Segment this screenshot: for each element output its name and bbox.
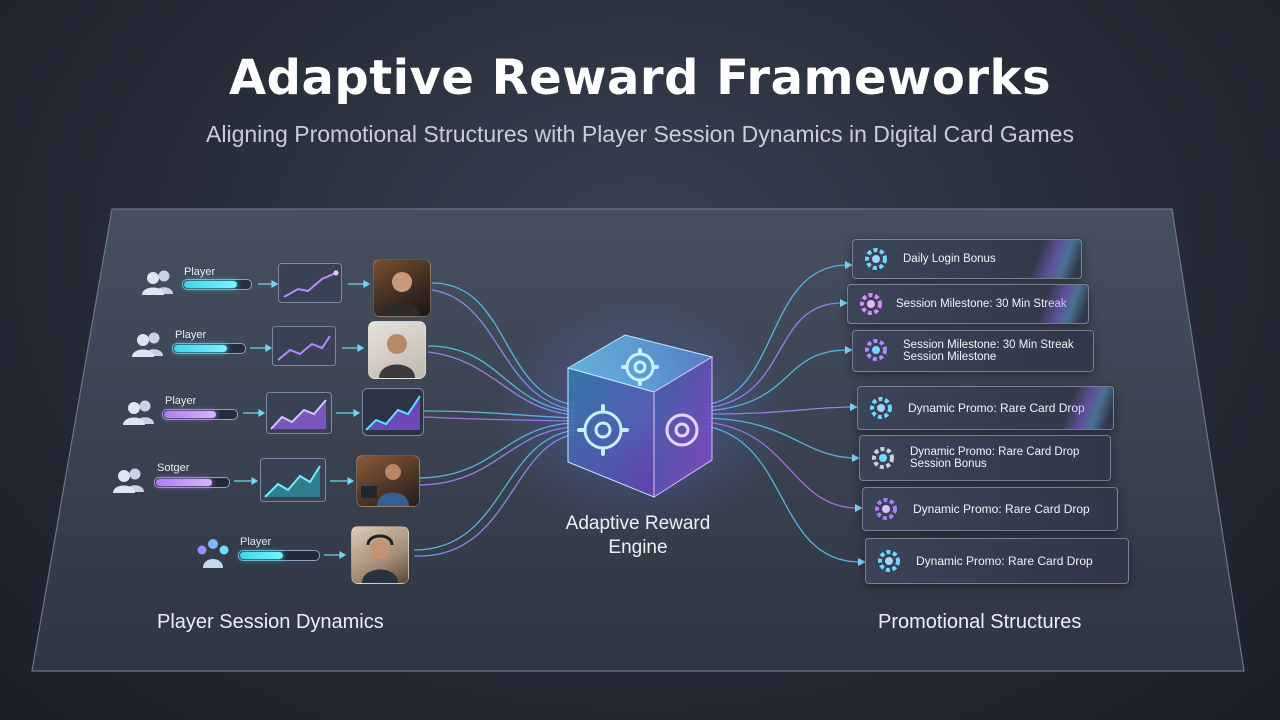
promo-title: Dynamic Promo: Rare Card Drop bbox=[916, 554, 1093, 568]
output-arrowheads bbox=[840, 261, 866, 566]
promo-title: Daily Login Bonus bbox=[903, 253, 996, 265]
promo-shine bbox=[1028, 285, 1088, 323]
promo-shine bbox=[1053, 387, 1113, 429]
player-avatar bbox=[373, 259, 431, 317]
promotional-structures-label: Promotional Structures bbox=[878, 611, 1082, 633]
trend-chart-icon bbox=[266, 392, 332, 434]
promo-card[interactable]: Dynamic Promo: Rare Card Drop bbox=[862, 487, 1118, 531]
gear-icon bbox=[872, 447, 894, 469]
gear-icon bbox=[865, 248, 887, 270]
progress-fill bbox=[156, 479, 212, 486]
gear-icon bbox=[875, 498, 897, 520]
promo-shine bbox=[1021, 240, 1081, 278]
page-title: Adaptive Reward Frameworks bbox=[228, 50, 1052, 106]
session-progress-bar bbox=[172, 343, 246, 354]
session-progress-bar bbox=[182, 279, 252, 290]
trend-chart-icon bbox=[272, 326, 336, 366]
gear-icon bbox=[860, 293, 882, 315]
progress-fill bbox=[174, 345, 227, 352]
player-avatar bbox=[351, 526, 409, 584]
player-avatar bbox=[368, 321, 426, 379]
engine-label: Adaptive Reward Engine bbox=[565, 513, 711, 558]
progress-fill bbox=[164, 411, 216, 418]
player-session-dynamics-label: Player Session Dynamics bbox=[157, 611, 384, 633]
promo-subtitle: Session Bonus bbox=[910, 458, 987, 470]
gear-icon bbox=[870, 397, 892, 419]
users-icon bbox=[132, 332, 163, 357]
player-name: Sotger bbox=[157, 462, 190, 474]
player-name: Player bbox=[175, 329, 207, 341]
promo-card[interactable]: Dynamic Promo: Rare Card Drop bbox=[865, 538, 1129, 584]
progress-fill bbox=[240, 552, 283, 559]
promo-title: Dynamic Promo: Rare Card Drop bbox=[908, 401, 1085, 415]
users-icon bbox=[123, 400, 154, 425]
trend-chart-icon bbox=[362, 388, 424, 436]
promo-card[interactable]: Session Milestone: 30 Min Streak bbox=[847, 284, 1089, 324]
trend-chart-icon bbox=[260, 458, 326, 502]
trend-chart-icon bbox=[278, 263, 342, 303]
session-progress-bar bbox=[238, 550, 320, 561]
promo-card[interactable]: Daily Login Bonus bbox=[852, 239, 1082, 279]
player-avatar bbox=[356, 455, 420, 507]
session-progress-bar bbox=[154, 477, 230, 488]
reward-engine-cube bbox=[490, 295, 790, 535]
progress-fill bbox=[184, 281, 237, 288]
promo-title: Dynamic Promo: Rare Card Drop bbox=[910, 446, 1080, 458]
users-icon bbox=[142, 270, 173, 295]
promo-card[interactable]: Dynamic Promo: Rare Card Drop bbox=[857, 386, 1114, 430]
promo-title: Session Milestone: 30 Min Streak bbox=[903, 339, 1074, 351]
player-name: Player bbox=[184, 266, 216, 278]
users-icon bbox=[113, 468, 144, 493]
promo-subtitle: Session Milestone bbox=[903, 351, 997, 363]
session-progress-bar bbox=[162, 409, 238, 420]
player-name: Player bbox=[165, 395, 197, 407]
gear-icon bbox=[878, 550, 900, 572]
promo-title: Session Milestone: 30 Min Streak bbox=[896, 298, 1067, 310]
player-name: Player bbox=[240, 536, 272, 548]
team-icon bbox=[197, 539, 229, 568]
page-subtitle: Aligning Promotional Structures with Pla… bbox=[206, 121, 1074, 147]
promo-title: Dynamic Promo: Rare Card Drop bbox=[913, 502, 1090, 516]
gear-icon bbox=[865, 339, 887, 361]
